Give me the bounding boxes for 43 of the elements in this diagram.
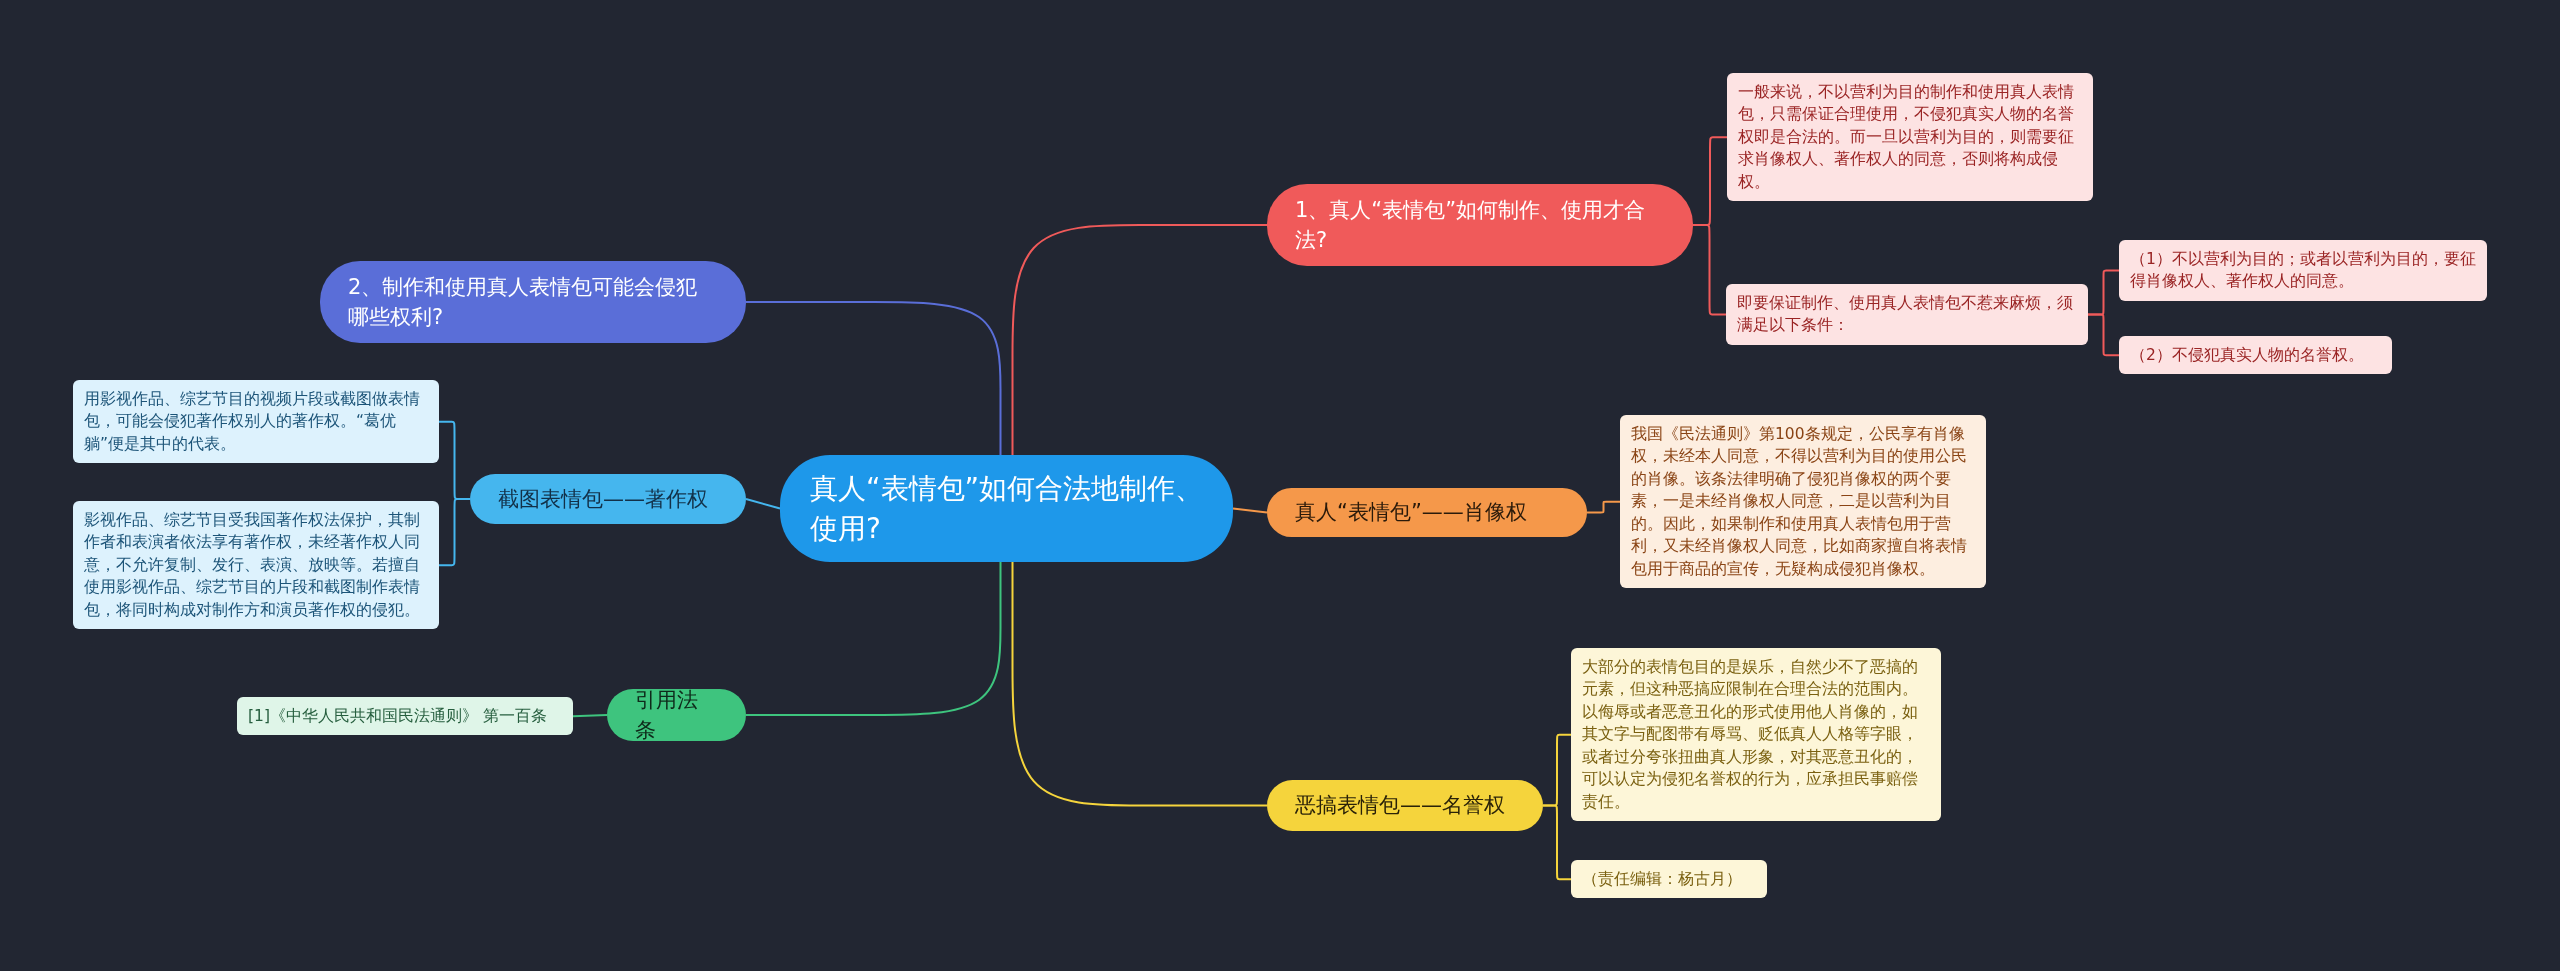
topic-pill [1267,780,1543,831]
connector-line [1542,804,1572,881]
node-text: 2、制作和使用真人表情包可能会侵犯哪些权利? [348,273,699,331]
note-card [1620,415,1986,589]
node-text: 大部分的表情包目的是娱乐，自然少不了恶搞的元素，但这种恶搞应限制在合理合法的范围内。以侮辱或者恶意丑化的形式使用他人肖像的，如其文字与配图带有辱骂、贬低真人人格等字眼，或者过分夸张扭曲真人形象，对其恶意丑化的，可以认定为侵犯名誉权的行为，应承担民事赔偿责任。 [1582,657,1919,813]
node-text: 截图表情包——著作权 [498,485,708,513]
connector-line [1586,500,1621,514]
note-card [1571,860,1767,899]
node-text: 恶搞表情包——名誉权 [1295,792,1505,820]
connector-line [1232,507,1268,514]
node-text: （2）不侵犯真实人物的名誉权。 [2130,345,2364,366]
node-text: 真人“表情包”——肖像权 [1295,499,1527,527]
node-text: 我国《民法通则》第100条规定，公民享有肖像权，未经本人同意，不得以营利为目的使用公民的肖像。该条法律明确了侵犯肖像权的两个要素，一是未经肖像权人同意，二是以营利为目的。因此，如果制作和使用真人表情包用于营利，又未经肖像权人同意，比如商家擅自将表情包用于商品的宣传，无疑构成侵犯肖像权。 [1631,424,1968,580]
note-card [1571,648,1941,822]
connector-line [745,301,1002,456]
connector-line [2087,313,2120,357]
note-card [2119,336,2392,375]
connector-line [1692,224,1727,316]
note-card [237,697,573,736]
note-card [2119,240,2487,301]
node-text: 即要保证制作、使用真人表情包不惹来麻烦，须满足以下条件： [1737,293,2074,337]
connector-line [1011,561,1268,807]
note-card [1726,284,2088,345]
note-card [73,501,439,630]
node-text: 影视作品、综艺节目受我国著作权法保护，其制作者和表演者依法享有著作权，未经著作权人同意，不允许复制、发行、表演、放映等。若擅自使用影视作品、综艺节目的片段和截图制作表情包，将同时构成对制作方和演员著作权的侵犯。 [84,510,421,621]
node-text: 1、真人“表情包”如何制作、使用才合法? [1295,196,1647,254]
note-card [1727,73,2093,202]
node-text: （责任编辑：杨古月） [1582,869,1742,890]
node-text: 引用法条 [635,686,699,744]
topic-pill [470,474,746,524]
connector-line [745,498,781,510]
node-text: （1）不以营利为目的；或者以营利为目的，要征得肖像权人、著作权人的同意。 [2130,249,2476,293]
node-text: 一般来说，不以营利为目的制作和使用真人表情包，只需保证合理使用，不侵犯真实人物的名誉权即是合法的。而一旦以营利为目的，则需要征求肖像权人、著作权人的同意，否则将构成侵权。 [1738,82,2075,193]
connector-line [438,498,471,567]
topic-pill [1267,488,1587,537]
topic-pill [607,689,746,741]
note-card [73,380,439,464]
node-text: 真人“表情包”如何合法地制作、使用? [810,471,1203,547]
node-text: [1]《中华人民共和国民法通则》 第一百条 [248,706,547,727]
connector-line [1011,224,1268,456]
connector-line [572,714,608,718]
node-text: 用影视作品、综艺节目的视频片段或截图做表情包，可能会侵犯著作权别人的著作权。“葛优躺”便是其中的代表。 [84,389,421,455]
connector-line [745,561,1002,716]
